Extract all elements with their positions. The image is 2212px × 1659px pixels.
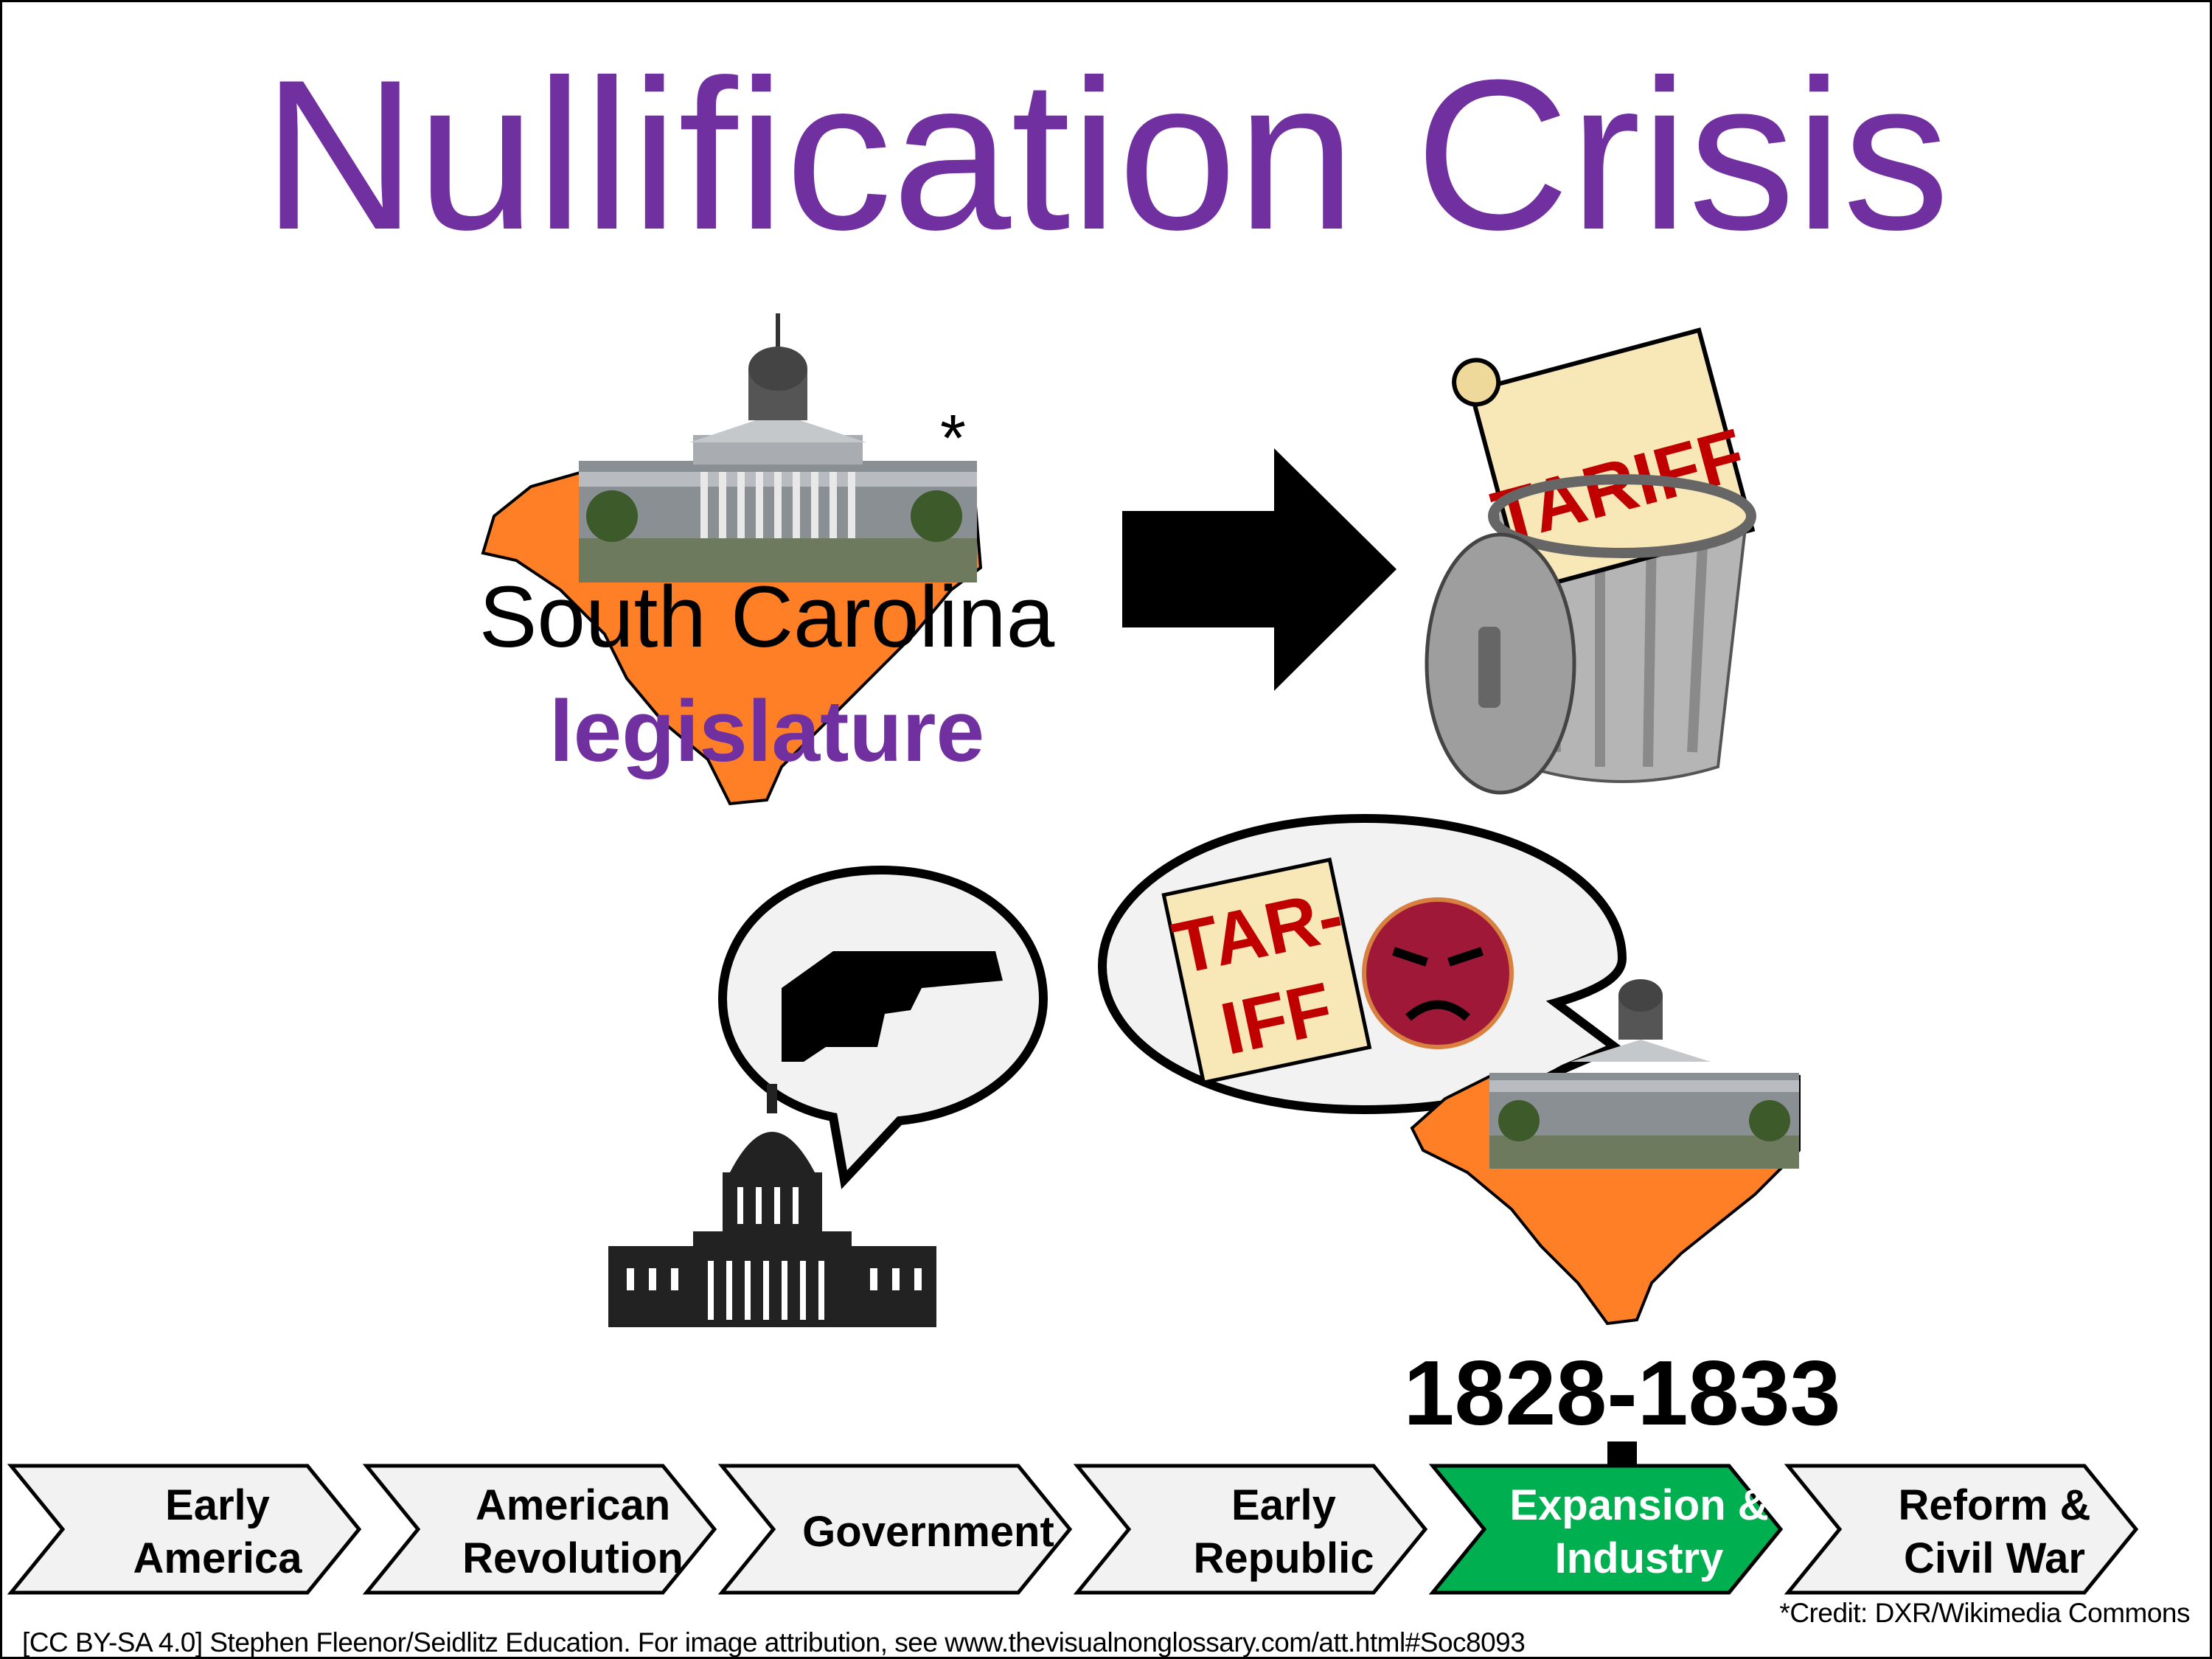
- credit-asterisk: *: [940, 402, 967, 476]
- image-credit: *Credit: DXR/Wikimedia Commons: [1779, 1598, 2190, 1628]
- license-text: [CC BY-SA 4.0] Stephen Fleenor/Seidlitz …: [22, 1627, 1526, 1658]
- timeline-chevron[interactable]: [1784, 1464, 2139, 1595]
- timeline-chevron[interactable]: [7, 1464, 362, 1595]
- timeline-marker: [1607, 1441, 1637, 1467]
- speech-bubble-left: [717, 865, 1048, 1189]
- tariff-scroll-small-icon: TAR- IFF: [1161, 858, 1372, 1085]
- trash-can-icon: TARIFF: [1425, 327, 1756, 795]
- timeline-label[interactable]: American Revolution: [462, 1481, 684, 1582]
- timeline-chevron[interactable]: [1073, 1464, 1428, 1595]
- timeline-label[interactable]: Reform & Civil War: [1898, 1481, 2091, 1582]
- legislature-label: legislature: [549, 683, 985, 780]
- date-range: 1828-1833: [1403, 1343, 1841, 1444]
- timeline-label[interactable]: Early Republic: [1193, 1481, 1374, 1582]
- angry-face-icon: [1362, 897, 1514, 1049]
- timeline: [7, 1464, 2139, 1595]
- timeline-label[interactable]: Early America: [133, 1481, 302, 1582]
- timeline-chevron[interactable]: [717, 1464, 1073, 1595]
- timeline-chevron[interactable]: [1428, 1464, 1784, 1595]
- timeline-label[interactable]: Government: [802, 1507, 1054, 1556]
- timeline-label[interactable]: Expansion & Industry: [1509, 1481, 1769, 1582]
- timeline-chevron[interactable]: [362, 1464, 717, 1595]
- statehouse-icon-2: [1489, 979, 1799, 1169]
- gun-icon: [782, 951, 1003, 1062]
- arrow-right-icon: [1122, 448, 1397, 691]
- speech-bubble-right: TAR- IFF: [1097, 813, 1627, 1115]
- statehouse-icon: [579, 313, 977, 582]
- state-label: South Carolina: [479, 568, 1055, 666]
- us-capitol-icon: [608, 1084, 936, 1327]
- page-title: Nullification Crisis: [262, 35, 1950, 274]
